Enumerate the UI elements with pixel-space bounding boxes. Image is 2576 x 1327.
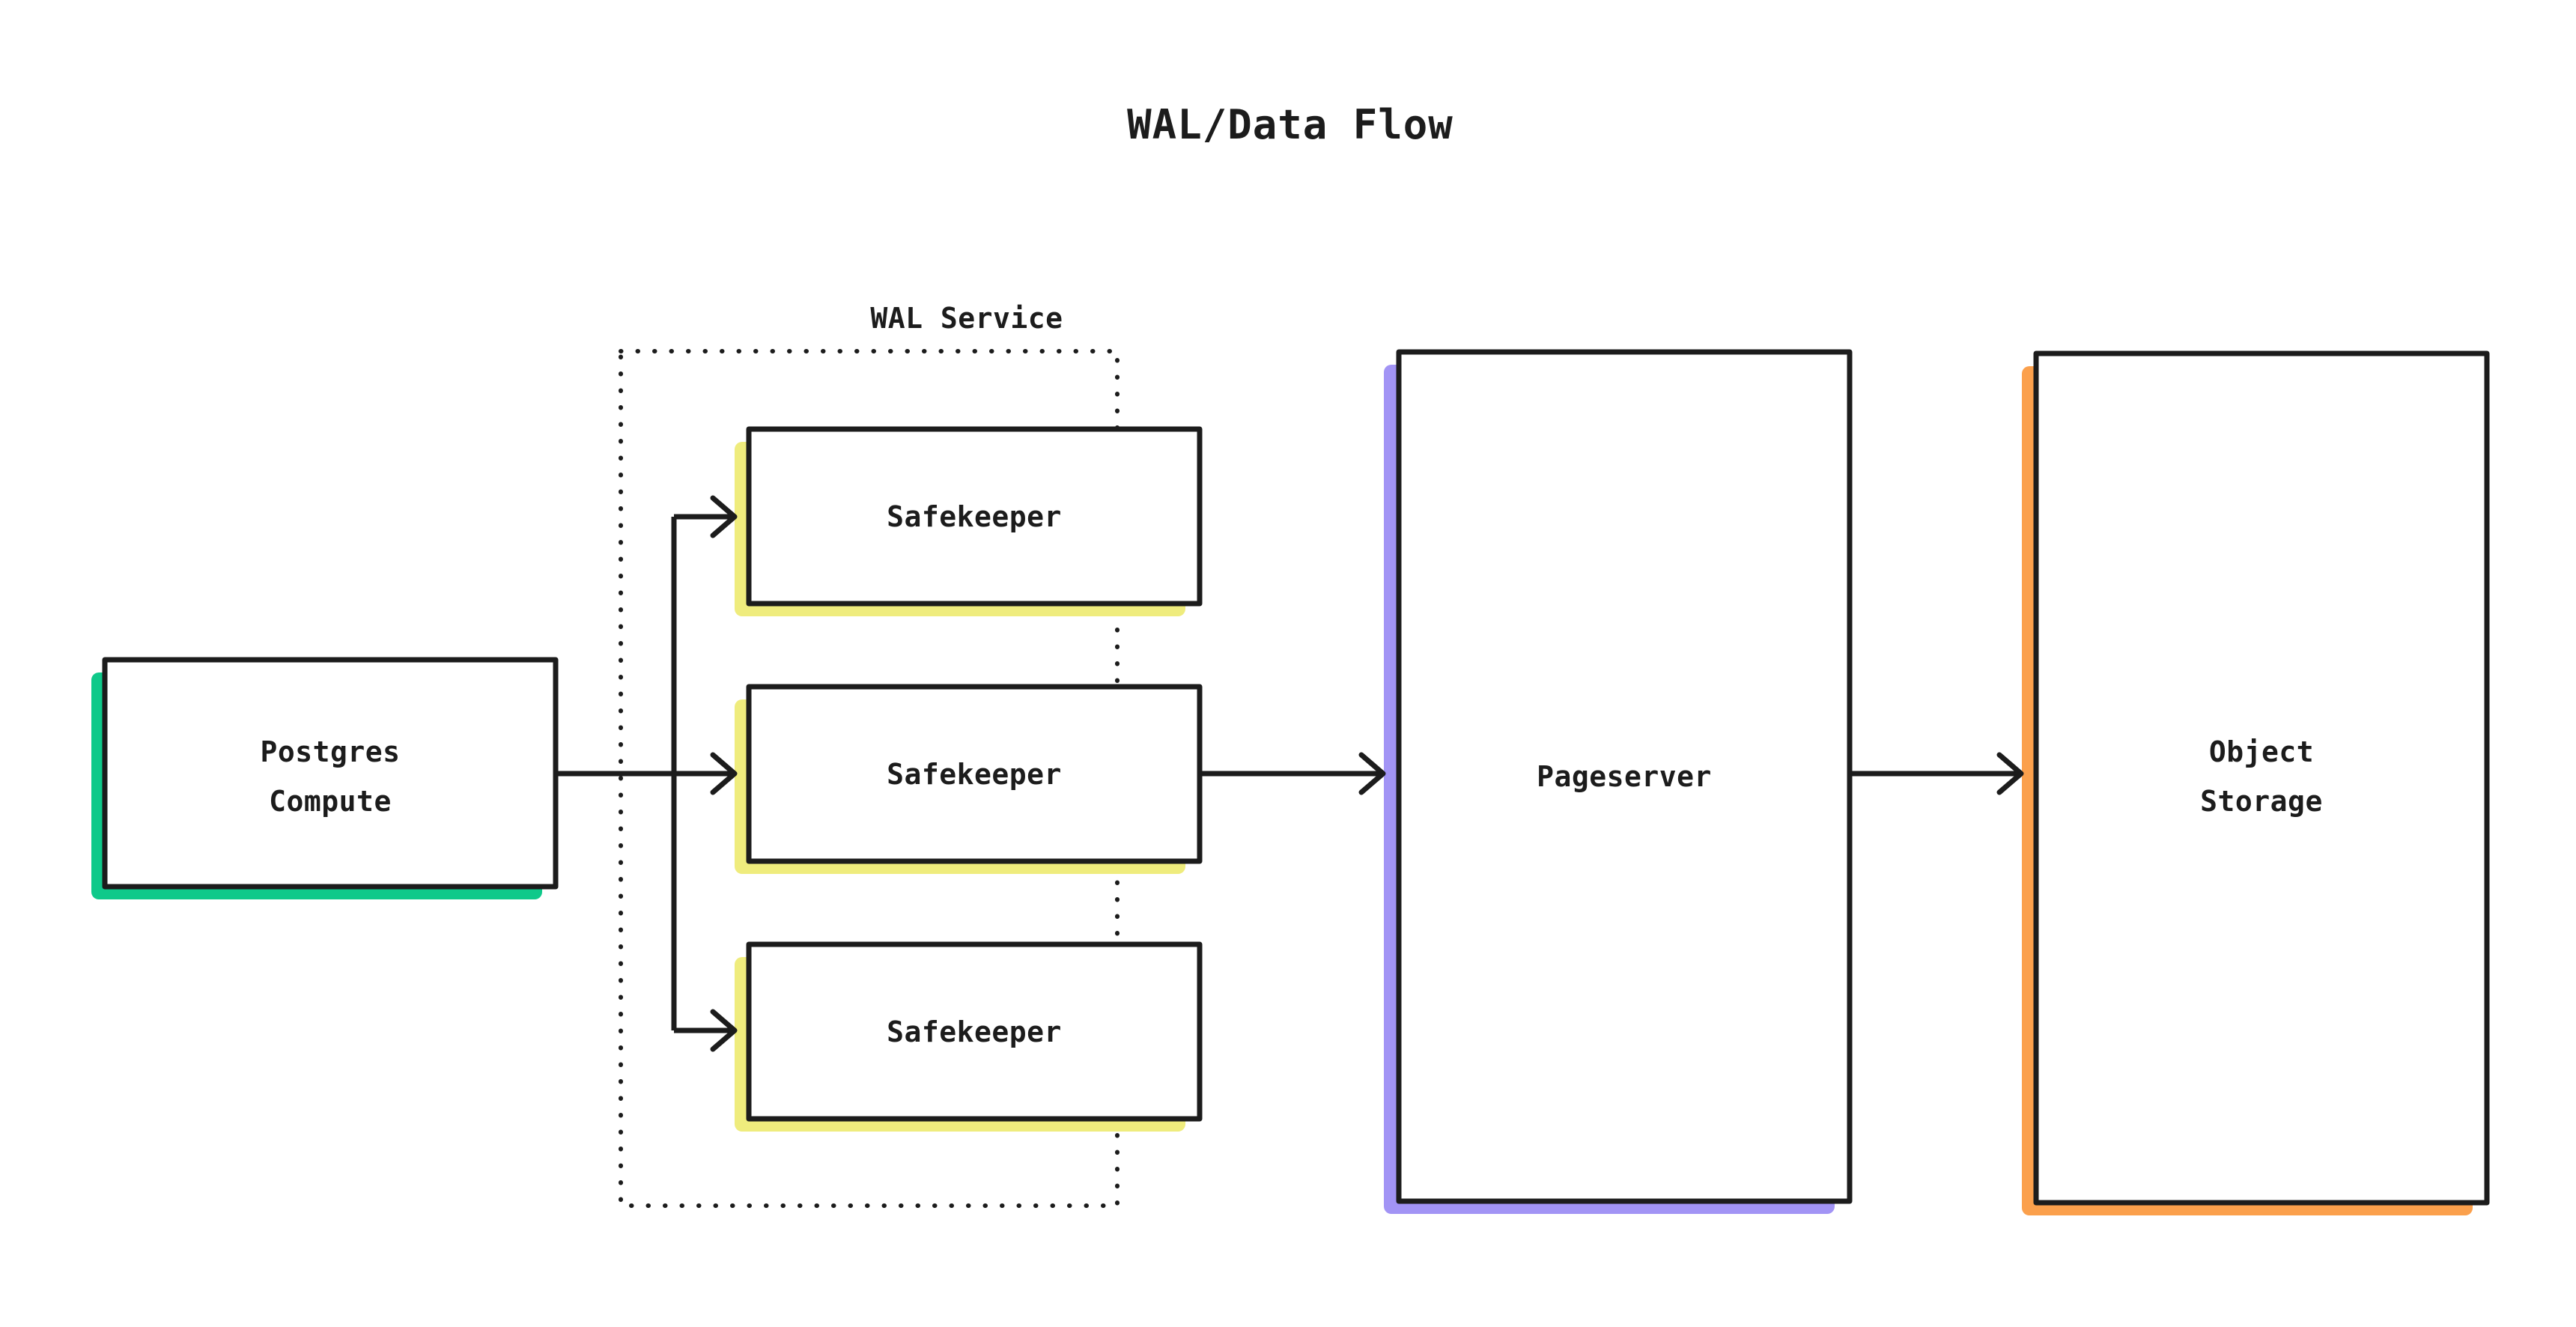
pageserver-box <box>1396 349 1853 1204</box>
postgres-compute-box <box>102 657 559 890</box>
object-storage-label-line2: Storage <box>2200 785 2323 818</box>
wal-service-group-frame <box>619 349 1120 1208</box>
node-safekeeper-bottom[interactable]: Safekeeper <box>735 941 1203 1132</box>
group-label-wal-service: WAL Service <box>870 302 1063 335</box>
arrowhead-object-storage <box>1996 752 2024 795</box>
safekeeper-bottom-box <box>746 941 1203 1122</box>
node-postgres-compute[interactable]: Postgres Compute <box>91 657 559 899</box>
object-storage-label-line1: Object <box>2209 735 2314 768</box>
safekeeper-middle-label: Safekeeper <box>887 758 1062 791</box>
arrowhead-safekeeper-top <box>710 495 738 538</box>
safekeeper-top-box <box>746 426 1203 607</box>
safekeeper-top-label: Safekeeper <box>887 500 1062 533</box>
postgres-compute-label-line1: Postgres <box>260 735 400 768</box>
node-safekeeper-middle[interactable]: Safekeeper <box>735 684 1203 874</box>
object-storage-box <box>2033 350 2490 1206</box>
edge-safekeeper-to-pageserver <box>1200 752 1386 795</box>
node-pageserver[interactable]: Pageserver <box>1384 349 1853 1214</box>
arrowhead-safekeeper-bottom <box>710 1009 738 1052</box>
diagram-title: WAL/Data Flow <box>1127 101 1453 148</box>
postgres-compute-label-line2: Compute <box>269 785 392 818</box>
node-safekeeper-top[interactable]: Safekeeper <box>735 426 1203 616</box>
arrowhead-pageserver <box>1358 752 1386 795</box>
edge-compute-to-safekeepers <box>556 495 738 1052</box>
edge-pageserver-to-object-storage <box>1850 752 2024 795</box>
safekeeper-bottom-label: Safekeeper <box>887 1015 1062 1048</box>
node-object-storage[interactable]: Object Storage <box>2022 350 2490 1215</box>
arrowhead-safekeeper-middle <box>710 752 738 795</box>
pageserver-label: Pageserver <box>1537 760 1712 793</box>
